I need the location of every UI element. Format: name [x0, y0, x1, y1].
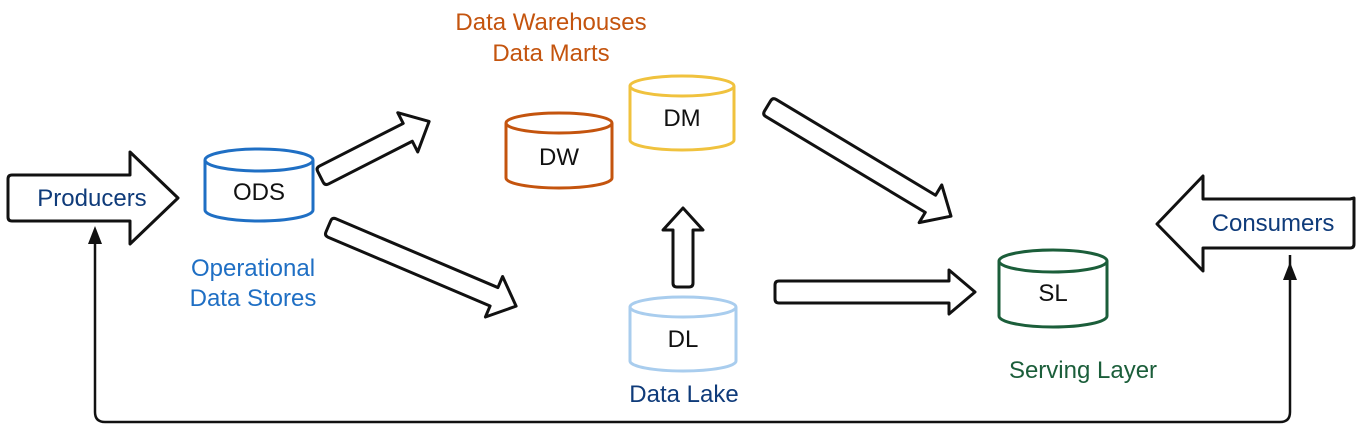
sl-caption: Serving Layer — [1009, 357, 1157, 384]
dl-label: DL — [668, 326, 699, 353]
arrow-datalake-to-warehouse — [661, 206, 705, 289]
consumers-return-arrowhead — [1283, 262, 1297, 280]
group-title-line1: Data Warehouses — [455, 9, 646, 36]
producers-label: Producers — [37, 185, 146, 212]
arrow-warehouse-to-serving — [762, 97, 953, 225]
producers-node[interactable]: Producers — [6, 150, 180, 246]
dm-label: DM — [663, 105, 700, 132]
dw-database-icon[interactable]: DW — [504, 111, 614, 190]
arrow-ods-to-datalake — [324, 216, 518, 319]
consumers-node[interactable]: Consumers — [1155, 174, 1356, 273]
dl-caption: Data Lake — [629, 381, 738, 408]
group-title-line2: Data Marts — [492, 40, 609, 67]
dl-database-icon[interactable]: DL — [628, 295, 738, 373]
ods-caption-line1: Operational — [191, 255, 315, 282]
ods-label: ODS — [233, 179, 285, 206]
consumers-label: Consumers — [1212, 210, 1335, 237]
dw-label: DW — [539, 144, 579, 171]
dm-database-icon[interactable]: DM — [628, 74, 736, 152]
arrow-datalake-to-serving — [773, 268, 977, 316]
sl-label: SL — [1038, 280, 1067, 307]
sl-database-icon[interactable]: SL — [997, 248, 1109, 329]
feedback-loop-arrow — [88, 226, 1297, 424]
ods-caption-line2: Data Stores — [190, 285, 317, 312]
ods-database-icon[interactable]: ODS — [203, 147, 315, 223]
arrow-ods-to-warehouse — [315, 111, 431, 187]
